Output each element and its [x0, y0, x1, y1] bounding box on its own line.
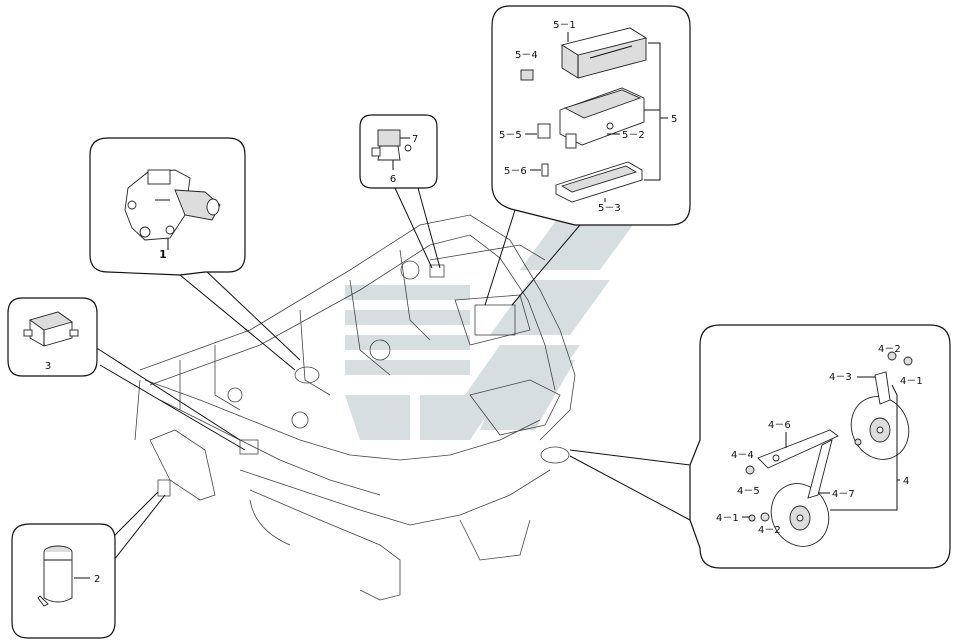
lower-horn-part — [770, 483, 830, 547]
callout-4-label: 4 — [903, 476, 909, 487]
callout-4-1a-label: 4－1 — [900, 376, 923, 387]
callout-2-label: 2 — [94, 574, 100, 585]
callout-4-1b-label: 4－1 — [716, 513, 739, 524]
horn-bracket-part — [757, 429, 839, 499]
callout-5-3-label: 5－3 — [598, 203, 621, 214]
fuse-box-body-part — [559, 87, 645, 149]
callout-bubble-3: 3 — [7, 297, 98, 377]
watermark-logo — [345, 215, 640, 440]
fuse-box-tray-part — [555, 161, 643, 203]
callout-5-2-label: 5－2 — [622, 130, 645, 141]
callout-4-7-label: 4－7 — [832, 489, 855, 500]
callout-5-label: 5 — [671, 114, 677, 125]
callout-3-label: 3 — [45, 361, 51, 372]
fuse-box-cover-part — [560, 27, 648, 79]
callout-4-5-label: 4－5 — [737, 486, 760, 497]
callout-5-5-label: 5－5 — [499, 130, 522, 141]
callout-4-3-label: 4－3 — [829, 372, 852, 383]
upper-horn-part — [850, 371, 910, 460]
callout-4-2b-label: 4－2 — [758, 525, 781, 536]
callout-bubble-6: 7 6 — [359, 114, 438, 189]
callout-bubble-5: 5－1 5－4 5－5 5－2 5－6 5－3 5 — [491, 5, 691, 226]
wiper-motor-part — [124, 169, 221, 250]
callout-4-4-label: 4－4 — [731, 450, 754, 461]
relay-part — [520, 69, 551, 177]
callout-7-label: 7 — [412, 134, 418, 145]
control-module-part — [23, 311, 79, 347]
canister-part — [37, 545, 73, 607]
callout-5-6-label: 5－6 — [504, 166, 527, 177]
callout-5-1-label: 5－1 — [553, 20, 576, 31]
callout-5-4-label: 5－4 — [515, 50, 538, 61]
callout-4-6-label: 4－6 — [768, 420, 791, 431]
callout-4-2a-label: 4－2 — [878, 344, 901, 355]
horn-bolts-part — [745, 351, 913, 522]
vehicle-front-frame — [134, 214, 576, 601]
callout-bubble-4: 4－2 4－1 4－3 4－6 4－4 4－5 4－7 4－1 4－2 4 — [689, 324, 951, 569]
callout-bubble-1: 1 — [89, 137, 246, 276]
leader-lines — [91, 187, 691, 566]
callout-1-label: 1 — [159, 248, 167, 261]
sensor-part — [371, 129, 412, 161]
callout-6-label: 6 — [390, 174, 396, 185]
callout-bubble-2: 2 — [11, 523, 116, 639]
